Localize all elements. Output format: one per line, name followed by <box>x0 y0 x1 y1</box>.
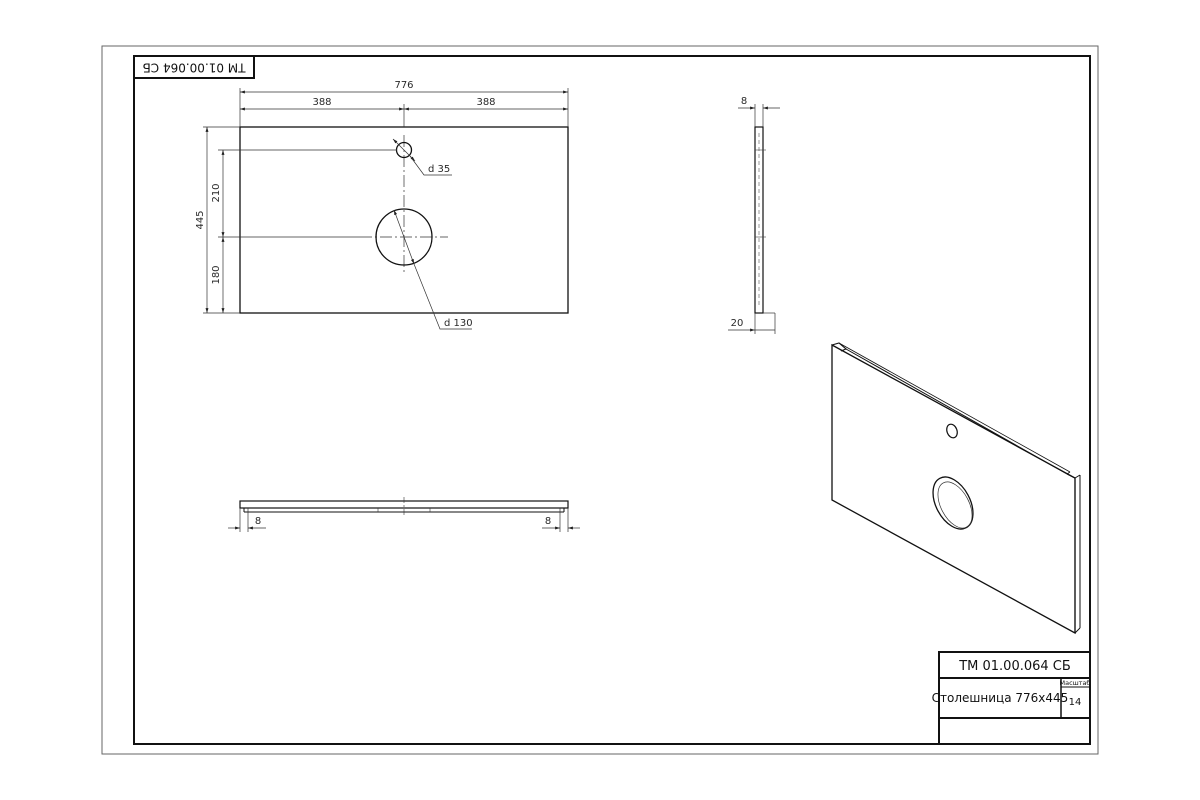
dim-210-label: 210 <box>211 183 222 202</box>
side-profile-outline <box>754 126 764 314</box>
large-hole <box>375 208 433 266</box>
dim-180-label: 180 <box>211 265 222 284</box>
bottom-right-label: 8 <box>545 516 551 527</box>
dim-445-label: 445 <box>195 210 206 229</box>
iso-top-face <box>831 343 1076 635</box>
d35-leader <box>409 155 452 176</box>
title-part-name: Столешница 776х445 <box>932 691 1069 705</box>
d35-label: d 35 <box>428 164 450 175</box>
iso-back-edge <box>845 348 1068 475</box>
title-block: TM 01.00.064 СБ Столешница 776х445 Масшт… <box>932 651 1091 745</box>
front-view: 776 388 388 445 210 180 d 35 d 130 <box>195 80 569 330</box>
rotated-code-text: TM 01.00.064 СБ <box>143 61 247 75</box>
isometric-view <box>831 342 1081 635</box>
iso-small-hole <box>946 423 958 439</box>
title-designation: TM 01.00.064 СБ <box>958 659 1071 674</box>
side-height-label: 20 <box>731 318 744 329</box>
outer-border <box>101 45 1099 755</box>
rotated-code-box: TM 01.00.064 СБ <box>133 55 255 79</box>
side-thickness-label: 8 <box>741 96 747 107</box>
scale-label: Масштаб <box>1060 679 1091 687</box>
bottom-view: 8 8 <box>228 497 580 532</box>
d130-label: d 130 <box>444 318 473 329</box>
bottom-left-label: 8 <box>255 516 261 527</box>
dim-388-right-label: 388 <box>476 97 495 108</box>
dim-388-left-label: 388 <box>312 97 331 108</box>
d130-leader <box>413 263 472 330</box>
dim-776-label: 776 <box>394 80 413 91</box>
d130-diameter-arrow <box>393 209 415 265</box>
inner-frame <box>133 55 1091 745</box>
iso-left-lip <box>831 342 848 352</box>
scale-value: 14 <box>1069 697 1082 708</box>
side-view: 8 20 <box>728 96 780 334</box>
